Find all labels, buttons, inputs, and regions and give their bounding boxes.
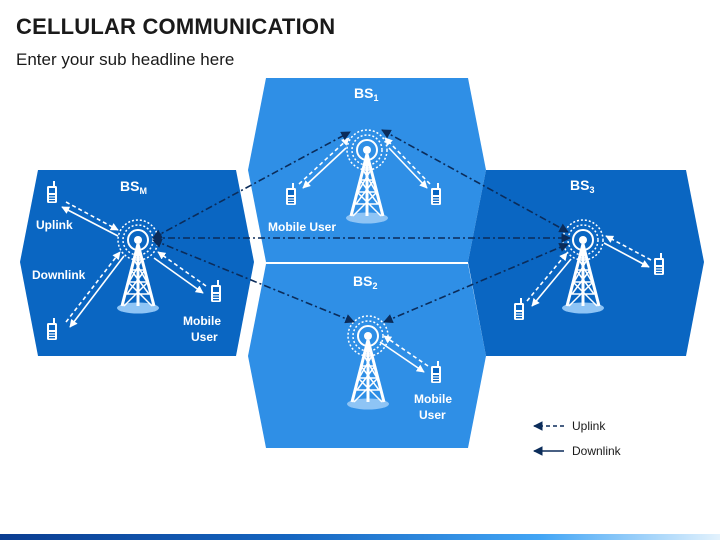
bsm-user-label-line1: Mobile [183, 314, 221, 328]
slide-subtitle: Enter your sub headline here [16, 50, 235, 69]
bottom-accent-bar [0, 534, 720, 540]
backbone-links [152, 129, 571, 324]
bs2-user-label-line1: Mobile [414, 392, 452, 406]
bsm-label: BSM [120, 178, 147, 196]
cell-bs3: BS3 [468, 170, 704, 356]
legend-uplink-label: Uplink [572, 419, 606, 433]
bs1-user-label: Mobile User [268, 220, 336, 234]
cell-bs2: BS2 Mobile User [248, 264, 486, 448]
bs2-label: BS2 [353, 273, 377, 291]
bsm-uplink-label: Uplink [36, 218, 73, 232]
bs1-label: BS1 [354, 85, 378, 103]
bsm-downlink-label: Downlink [32, 268, 86, 282]
bs2-user-label-line2: User [419, 408, 446, 422]
slide-title: CELLULAR COMMUNICATION [16, 14, 336, 39]
legend-downlink-label: Downlink [572, 444, 622, 458]
legend: Uplink Downlink [533, 419, 622, 458]
cell-bs1: BS1 Mobile User [248, 78, 486, 262]
bs3-label: BS3 [570, 177, 594, 195]
cell-bsm: BSM Uplink Downlink Mobile User [20, 170, 254, 356]
bsm-user-label-line2: User [191, 330, 218, 344]
